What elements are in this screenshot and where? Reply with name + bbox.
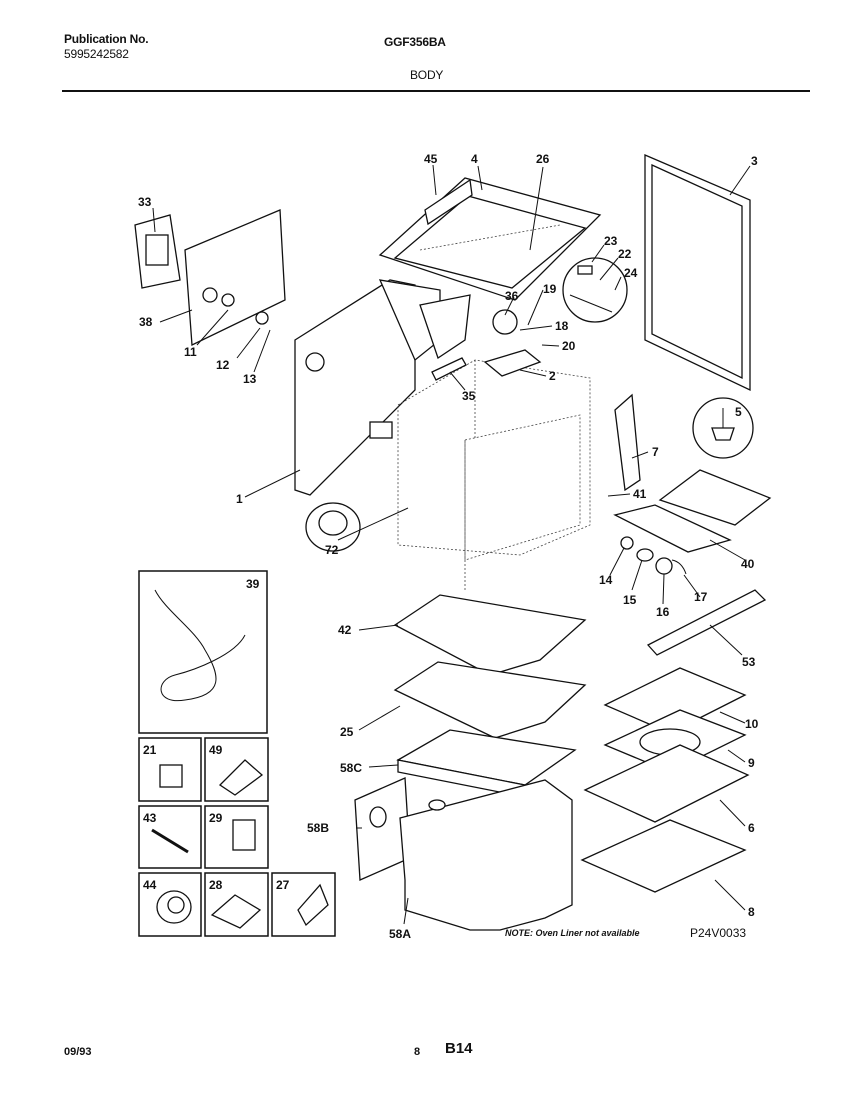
- inset-29: [204, 805, 269, 869]
- power-cord-inset: [138, 570, 268, 734]
- section-title: BODY: [410, 68, 444, 82]
- model-number: GGF356BA: [384, 35, 446, 49]
- callout-14: 14: [599, 573, 613, 587]
- callout-18: 18: [555, 319, 569, 333]
- valve-parts: [620, 536, 687, 575]
- leader-lines: [152, 164, 751, 925]
- grommet-part: [305, 502, 361, 552]
- callout-29: 29: [209, 811, 223, 825]
- callout-19: 19: [543, 282, 557, 296]
- inset-28: [204, 872, 269, 937]
- callout-7: 7: [652, 445, 659, 459]
- bottom-pan-part: [580, 819, 747, 893]
- callout-41: 41: [633, 487, 647, 501]
- callout-33: 33: [138, 195, 152, 209]
- callout-4: 4: [471, 152, 478, 166]
- callout-13: 13: [243, 372, 257, 386]
- callout-35: 35: [462, 389, 476, 403]
- callout-39: 39: [246, 577, 260, 591]
- callout-24: 24: [624, 266, 638, 280]
- callout-58a: 58A: [389, 927, 411, 941]
- brackets-part: [419, 294, 542, 381]
- callout-27: 27: [276, 878, 290, 892]
- callout-26: 26: [536, 152, 550, 166]
- callout-2: 2: [549, 369, 556, 383]
- callout-23: 23: [604, 234, 618, 248]
- oven-rack-part: [583, 744, 750, 823]
- publication-number: 5995242582: [64, 47, 129, 61]
- callout-22: 22: [618, 247, 632, 261]
- callout-1: 1: [236, 492, 243, 506]
- callout-42: 42: [338, 623, 352, 637]
- footer-page-code: B14: [445, 1040, 473, 1057]
- callout-10: 10: [745, 717, 759, 731]
- leveler-part: [692, 397, 754, 459]
- broiler-burner-part: [613, 469, 772, 553]
- callout-58b: 58B: [307, 821, 329, 835]
- insulation-58c-part: [396, 729, 577, 798]
- callout-53: 53: [742, 655, 756, 669]
- oven-liner-note: NOTE: Oven Liner not available: [505, 928, 640, 938]
- inset-44: [138, 872, 202, 937]
- header-rule: [62, 90, 810, 92]
- inset-21: [138, 737, 202, 802]
- callout-25: 25: [340, 725, 354, 739]
- detail-circle-part: [562, 257, 628, 323]
- inset-43: [138, 805, 202, 869]
- callout-9: 9: [748, 756, 755, 770]
- callout-11: 11: [184, 345, 197, 359]
- callout-8: 8: [748, 905, 755, 919]
- drawing-code: P24V0033: [690, 926, 746, 940]
- publication-label: Publication No.: [64, 32, 149, 46]
- callout-20: 20: [562, 339, 576, 353]
- insulation-58a-part: [399, 779, 573, 931]
- callout-72: 72: [325, 543, 339, 557]
- callout-44: 44: [143, 878, 157, 892]
- callout-15: 15: [623, 593, 637, 607]
- heat-shield-25-part: [393, 661, 587, 739]
- callout-6: 6: [748, 821, 755, 835]
- grill-part: [603, 667, 747, 734]
- burner-box-part: [134, 214, 181, 289]
- callout-17: 17: [694, 590, 708, 604]
- callout-58c: 58C: [340, 761, 362, 775]
- callout-43: 43: [143, 811, 157, 825]
- back-panel-part: [184, 209, 286, 347]
- inset-27: [271, 872, 336, 937]
- callout-49: 49: [209, 743, 223, 757]
- side-panel-part: [644, 154, 751, 392]
- top-frame-part: [378, 177, 602, 301]
- callout-40: 40: [741, 557, 755, 571]
- callout-36: 36: [505, 289, 519, 303]
- callout-45: 45: [424, 152, 438, 166]
- callout-21: 21: [143, 743, 157, 757]
- callout-labels: 45 4 26 3 33 23 22 24 38 36 19 18 20 11 …: [138, 152, 759, 941]
- callout-28: 28: [209, 878, 223, 892]
- callout-3: 3: [751, 154, 758, 168]
- callout-38: 38: [139, 315, 153, 329]
- rail-part: [646, 589, 767, 656]
- shield-part: [614, 393, 641, 492]
- main-body-part: [294, 279, 441, 496]
- heat-shield-42-part: [393, 594, 587, 676]
- callout-5: 5: [735, 405, 742, 419]
- oven-cavity-part: [397, 359, 591, 590]
- callout-12: 12: [216, 358, 230, 372]
- footer-page-small: 8: [414, 1046, 421, 1058]
- inset-49: [204, 737, 269, 802]
- callout-16: 16: [656, 605, 670, 619]
- footer-date: 09/93: [64, 1046, 92, 1058]
